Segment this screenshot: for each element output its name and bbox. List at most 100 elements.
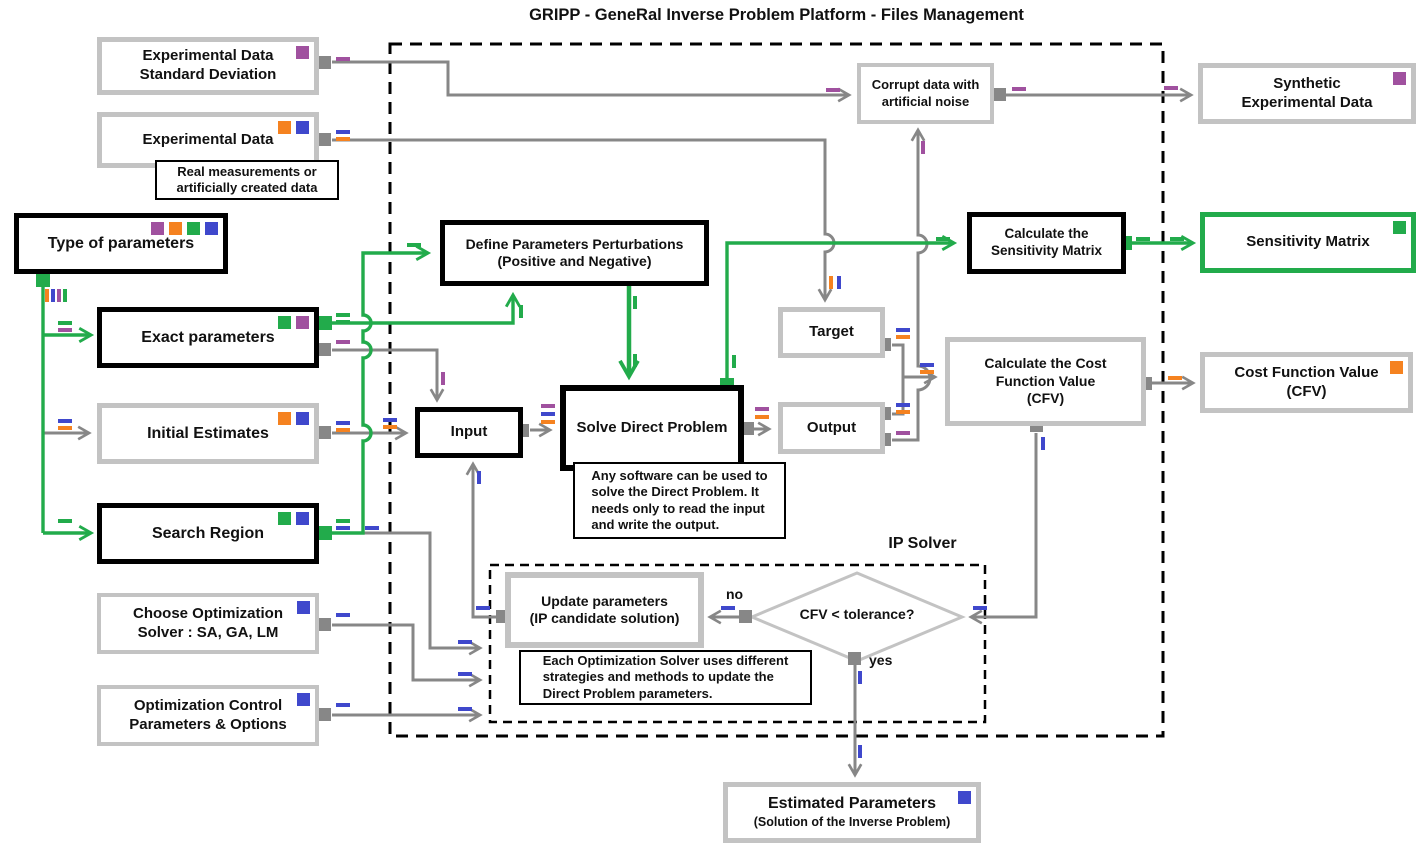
files-management-dashed-frame [388, 42, 1165, 738]
node-input: Input [415, 407, 523, 458]
edge-update-input [465, 461, 498, 619]
orange-file-square [278, 121, 291, 134]
edge-output-junction [892, 377, 905, 416]
node-label: Initial Estimates [147, 424, 269, 442]
note-real-measurements: Real measurements or artificially create… [155, 160, 339, 200]
file-color-squares [1393, 221, 1406, 234]
edge-solve-calcsens [725, 234, 958, 379]
node-exact-parameters: Exact parameters [97, 307, 319, 368]
node-label: Update parameters (IP candidate solution… [529, 592, 680, 627]
node-choose-optimization-solver: Choose Optimization Solver : SA, GA, LM [97, 593, 319, 654]
note-text: Each Optimization Solver uses different … [542, 653, 789, 701]
node-output: Output [778, 402, 885, 454]
purple-file-square [296, 46, 309, 59]
edge-choose-ipsolver [332, 623, 483, 688]
node-optimization-control: Optimization Control Parameters & Option… [97, 685, 319, 746]
node-label: Solve Direct Problem [576, 418, 728, 436]
file-color-squares [1393, 72, 1406, 85]
node-label: Choose Optimization Solver : SA, GA, LM [133, 604, 283, 641]
decision-diamond [748, 571, 966, 663]
node-calculate-cfv: Calculate the Cost Function Value (CFV) [945, 337, 1146, 426]
connector-ports [36, 56, 1152, 721]
file-color-squares [297, 601, 310, 614]
file-color-squares [278, 412, 309, 425]
file-color-squares [297, 693, 310, 706]
node-experimental-data-std-dev: Experimental Data Standard Deviation [97, 37, 319, 95]
edge-search-define [332, 244, 432, 535]
node-corrupt-data: Corrupt data with artificial noise [857, 63, 994, 124]
node-label: Calculate the Cost Function Value (CFV) [984, 355, 1107, 407]
edge-calccfv-decision [968, 433, 1038, 625]
file-color-squares [151, 222, 218, 235]
orange-file-square [1390, 361, 1403, 374]
blue-file-square [297, 693, 310, 706]
node-solve-direct-problem: Solve Direct Problem [560, 385, 744, 471]
ip-solver-dashed-frame [488, 563, 987, 724]
note-each-optimization-solver: Each Optimization Solver uses different … [519, 650, 812, 705]
node-label: Sensitivity Matrix [1246, 233, 1370, 251]
file-color-squares [278, 512, 309, 525]
node-target: Target [778, 307, 885, 358]
node-label: Search Region [151, 524, 265, 542]
edge-output-corrupt [892, 127, 932, 442]
file-flow-dashes [45, 57, 1184, 758]
decision-yes-label: yes [869, 652, 893, 668]
file-color-squares [958, 791, 971, 804]
node-initial-estimates: Initial Estimates [97, 403, 319, 464]
purple-file-square [151, 222, 164, 235]
node-label: Corrupt data with artificial noise [871, 77, 980, 109]
note-text: Real measurements or artificially create… [176, 163, 318, 195]
file-color-squares [278, 316, 309, 329]
node-label: Estimated Parameters [767, 795, 937, 813]
blue-file-square [296, 512, 309, 525]
green-file-square [278, 316, 291, 329]
blue-file-square [296, 412, 309, 425]
node-estimated-parameters: Estimated Parameters (Solution of the In… [723, 782, 981, 843]
node-label: Experimental Data Standard Deviation [139, 47, 277, 83]
file-color-squares [278, 121, 309, 134]
node-label: Experimental Data [142, 130, 274, 148]
node-label: Type of parameters [47, 234, 195, 252]
file-color-squares [296, 46, 309, 59]
blue-file-square [958, 791, 971, 804]
edge-exact-input [332, 348, 445, 403]
decision-no-label: no [726, 586, 744, 602]
node-type-of-parameters: Type of parameters [14, 213, 228, 274]
note-any-software: Any software can be used to solve the Di… [573, 462, 786, 539]
green-connectors [41, 234, 1197, 542]
node-label: Target [809, 323, 854, 341]
node-label: Exact parameters [141, 328, 275, 346]
purple-file-square [1393, 72, 1406, 85]
blue-file-square [205, 222, 218, 235]
node-sublabel: (Solution of the Inverse Problem) [753, 815, 951, 830]
edge-target-junction [892, 343, 905, 377]
node-cost-function-value: Cost Function Value (CFV) [1200, 352, 1413, 413]
node-sensitivity-matrix: Sensitivity Matrix [1200, 212, 1416, 273]
blue-file-square [297, 601, 310, 614]
node-update-parameters: Update parameters (IP candidate solution… [505, 572, 704, 648]
edge-stddev-corrupt [332, 60, 852, 103]
node-define-perturbations: Define Parameters Perturbations (Positiv… [440, 220, 709, 286]
ip-solver-label: IP Solver [888, 535, 957, 552]
node-label: Output [806, 418, 857, 436]
node-synthetic-experimental-data: Synthetic Experimental Data [1198, 63, 1416, 124]
node-label: Synthetic Experimental Data [1241, 74, 1373, 111]
blue-file-square [296, 121, 309, 134]
edge-exact-define [332, 291, 522, 325]
file-color-squares [1390, 361, 1403, 374]
diagram-title: GRIPP - GeneRal Inverse Problem Platform… [529, 6, 1024, 24]
purple-file-square [296, 316, 309, 329]
node-calculate-sensitivity-matrix: Calculate the Sensitivity Matrix [967, 212, 1126, 274]
node-label: Cost Function Value (CFV) [1234, 363, 1379, 400]
node-label: Calculate the Sensitivity Matrix [990, 226, 1103, 258]
node-label: Input [450, 423, 488, 441]
orange-file-square [169, 222, 182, 235]
edge-search-ipsolver [363, 531, 483, 656]
orange-file-square [278, 412, 291, 425]
green-file-square [187, 222, 200, 235]
note-text: Any software can be used to solve the Di… [591, 468, 768, 532]
node-label: Define Parameters Perturbations (Positiv… [465, 235, 684, 270]
green-file-square [1393, 221, 1406, 234]
node-search-region: Search Region [97, 503, 319, 564]
